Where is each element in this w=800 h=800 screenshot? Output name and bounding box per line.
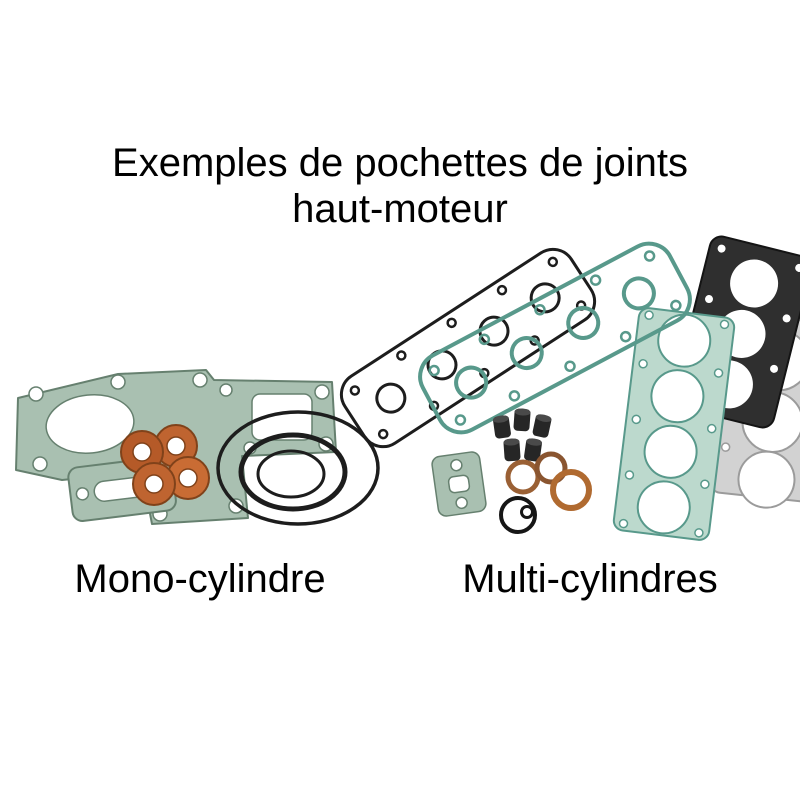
title-line-2: haut-moteur <box>292 187 508 231</box>
small-green-gasket <box>431 451 487 517</box>
label-mono-cylindre: Mono-cylindre <box>74 557 326 601</box>
rubber-o-rings <box>216 410 380 526</box>
page-title: Exemples de pochettes de joints haut-mot… <box>0 140 800 232</box>
label-multi-cylindres: Multi-cylindres <box>462 557 718 601</box>
copper-washers <box>120 424 210 506</box>
head-gasket-teal <box>612 307 736 541</box>
valve-cover-gasket-teal <box>418 241 692 435</box>
mono-cylinder-gasket-set <box>15 369 380 526</box>
valve-cover-gasket-black <box>339 247 597 449</box>
o-ring <box>499 496 537 534</box>
valve-stem-seals <box>492 408 552 462</box>
copper-sealing-rings <box>505 451 592 511</box>
title-line-1: Exemples de pochettes de joints <box>112 141 688 185</box>
multi-cylinder-gasket-set <box>339 235 800 541</box>
